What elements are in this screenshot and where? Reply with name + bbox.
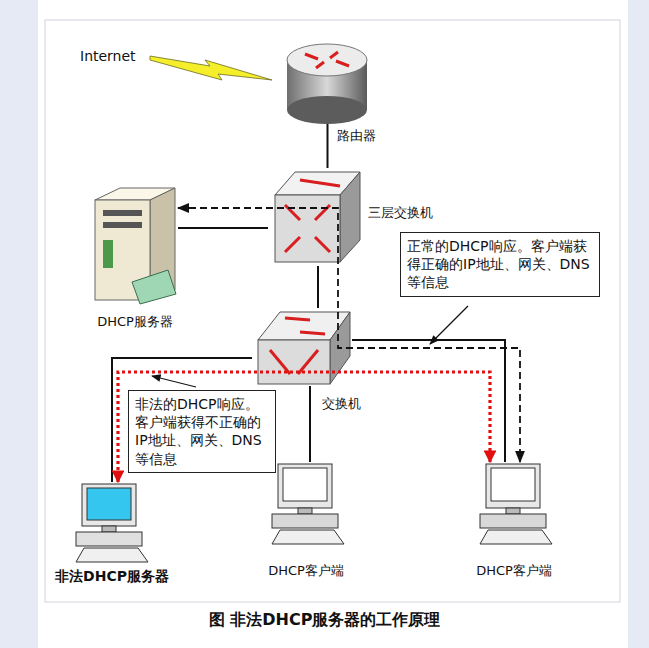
- network-link: [317, 266, 319, 308]
- network-link: [327, 124, 329, 168]
- device-label: DHCP客户端: [476, 563, 552, 579]
- rogue-server-node: 非法DHCP服务器: [72, 482, 152, 564]
- network-label: Internet: [80, 48, 136, 64]
- callout-text: 正常的DHCP响应。客户端获得正确的IP地址、网关、DNS等信息: [407, 237, 593, 292]
- client-computer: [272, 464, 344, 544]
- l3-switch-node: 三层交换机: [268, 168, 362, 266]
- client-computer: [480, 464, 552, 544]
- leader-line: [152, 376, 196, 387]
- device-label: 交换机: [322, 396, 361, 412]
- arrow-stroke: [285, 318, 310, 320]
- router-top: [287, 44, 367, 76]
- screen: [491, 468, 535, 501]
- frame: [45, 20, 620, 602]
- keyboard: [480, 530, 552, 544]
- router-arrows: [305, 52, 349, 68]
- callout-box: 非法的DHCP响应。客户端获得不正确的IP地址、网关、DNS等信息: [128, 390, 276, 473]
- cube-front: [275, 195, 340, 262]
- arrow-stroke: [300, 332, 325, 334]
- arrow-stroke: [300, 180, 340, 186]
- monitor: [82, 484, 136, 526]
- arrow-stroke: [336, 61, 349, 66]
- router-base: [287, 96, 367, 124]
- device-label: DHCP客户端: [268, 563, 344, 579]
- arrow-stroke: [285, 237, 300, 252]
- stand: [506, 508, 520, 514]
- client-node: DHCP客户端: [268, 462, 344, 546]
- monitor: [278, 464, 332, 508]
- lightning-bolt: [150, 56, 272, 80]
- callout-text: 非法的DHCP响应。客户端获得不正确的IP地址、网关、DNS等信息: [135, 395, 269, 468]
- cpu-box: [480, 514, 546, 528]
- leader-line: [430, 306, 468, 344]
- device-label: 非法DHCP服务器: [55, 568, 169, 585]
- rogue-computer: [76, 484, 148, 562]
- arrow-stroke: [315, 237, 330, 252]
- stand: [298, 508, 312, 514]
- cpu-box: [272, 514, 338, 528]
- figure-caption: 图 非法DHCP服务器的工作原理: [0, 610, 649, 631]
- device-label: DHCP服务器: [97, 314, 173, 330]
- dhcp-server-node: DHCP服务器: [92, 185, 178, 303]
- switch-front: [258, 340, 330, 384]
- arrow-stroke: [305, 54, 318, 59]
- network-card: [132, 270, 176, 304]
- server-drive: [103, 222, 142, 228]
- arrow-stroke: [316, 62, 324, 68]
- arrow-stroke: [330, 52, 338, 58]
- switch-node: 交换机: [252, 308, 352, 386]
- cpu-box: [76, 532, 142, 546]
- router-node: 路由器: [285, 42, 370, 124]
- callout-box: 正常的DHCP响应。客户端获得正确的IP地址、网关、DNS等信息: [400, 232, 600, 297]
- switch-arrows: [270, 318, 325, 374]
- panel: [38, 0, 628, 648]
- monitor: [486, 464, 540, 508]
- device-label: 三层交换机: [368, 205, 433, 221]
- screen: [87, 488, 131, 520]
- server-drive: [103, 210, 142, 216]
- cube-arrows: [285, 180, 340, 252]
- client-node: DHCP客户端: [476, 462, 552, 546]
- network-link: [309, 386, 311, 462]
- keyboard: [272, 530, 344, 544]
- device-label: 路由器: [337, 128, 376, 144]
- network-link: [352, 340, 505, 462]
- cube-side: [340, 172, 360, 262]
- keyboard: [76, 548, 148, 562]
- dhcp-response-path: [118, 372, 490, 482]
- screen: [283, 468, 327, 501]
- stand: [102, 526, 116, 532]
- server-light: [103, 240, 113, 268]
- network-link: [178, 227, 268, 229]
